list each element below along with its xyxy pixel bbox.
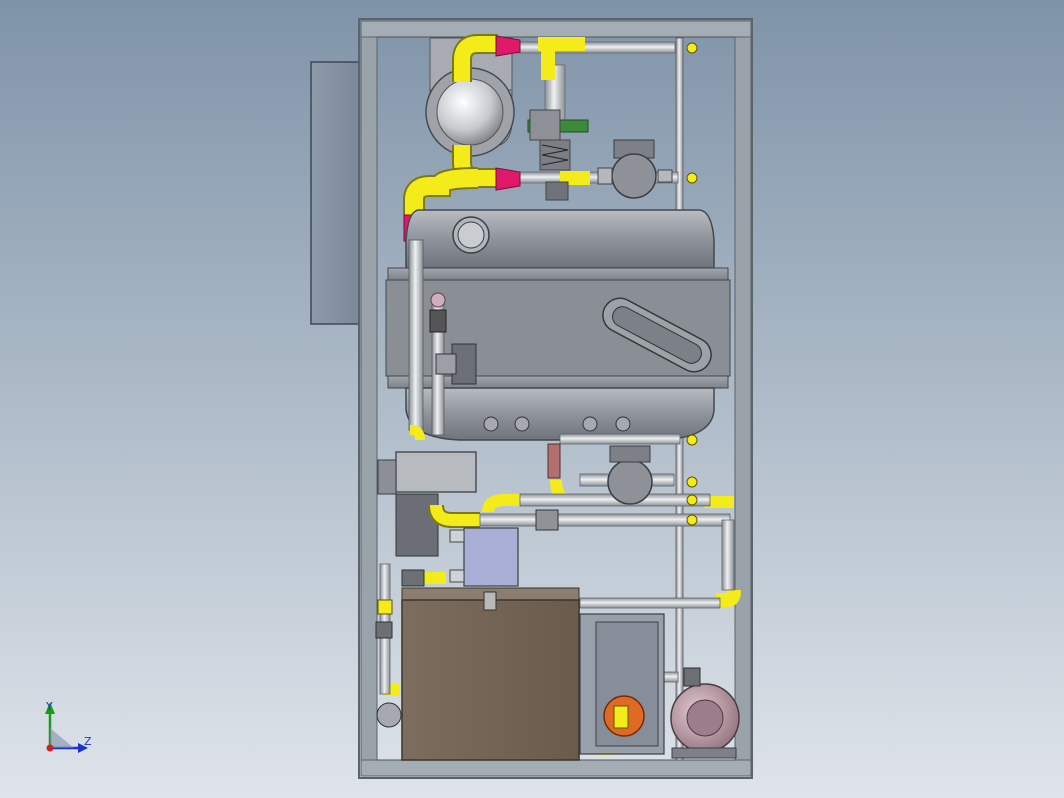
orange-fitting[interactable] <box>603 695 645 737</box>
circulation-pump[interactable] <box>670 667 740 759</box>
axis-triad: Y Z <box>45 700 92 753</box>
filter-sphere[interactable] <box>425 67 515 157</box>
triad-y-label: Y <box>45 700 53 713</box>
yellow-pipe-top[interactable] <box>403 34 590 215</box>
left-vertical-pipe[interactable] <box>408 239 447 436</box>
motor-middle[interactable] <box>607 445 653 505</box>
storage-tank[interactable] <box>401 587 580 761</box>
vessel-ports[interactable] <box>483 416 631 432</box>
left-fittings[interactable] <box>375 569 425 728</box>
solenoid-left[interactable] <box>435 343 477 385</box>
right-fasteners[interactable] <box>686 42 698 526</box>
control-valve[interactable] <box>527 109 589 201</box>
sight-glass[interactable] <box>597 292 717 377</box>
compressor-cylinder[interactable] <box>449 527 519 587</box>
side-panel[interactable] <box>310 61 360 325</box>
triad-z-label: Z <box>84 735 92 748</box>
motor-top[interactable] <box>597 139 673 199</box>
lower-valve-block[interactable] <box>377 425 477 557</box>
